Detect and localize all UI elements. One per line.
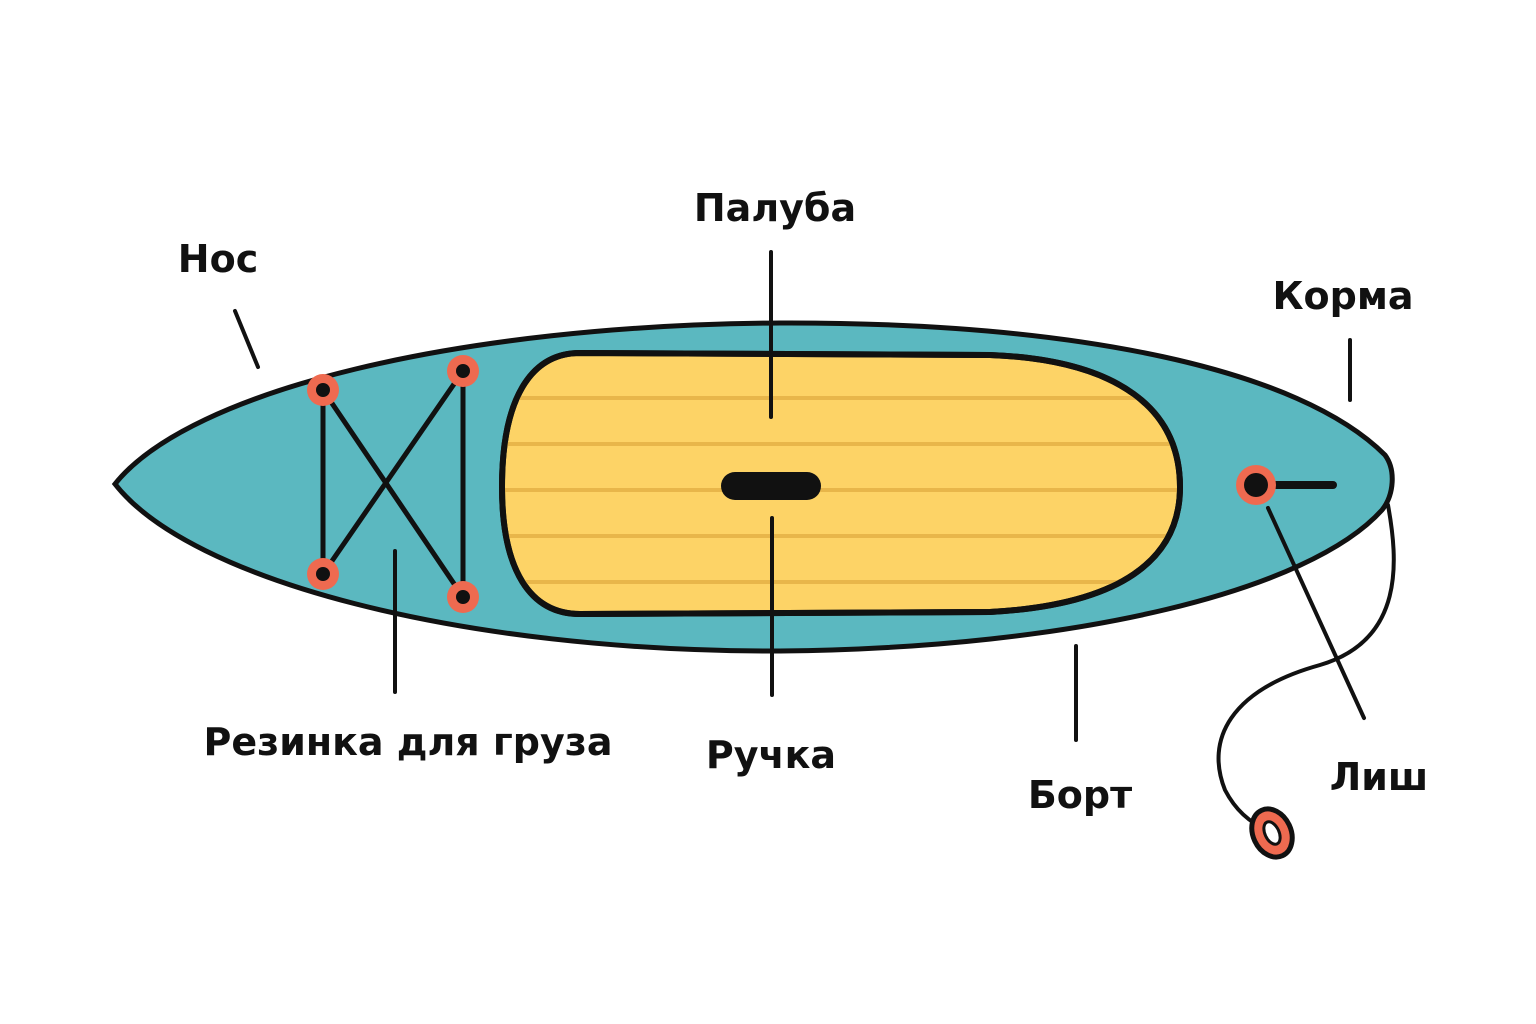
label-bungee: Резинка для груза — [204, 720, 613, 764]
carry-handle — [721, 472, 821, 500]
bungee-cords — [320, 368, 466, 600]
label-handle: Ручка — [706, 733, 836, 777]
label-nose: Нос — [178, 237, 258, 281]
label-leash: Лиш — [1330, 755, 1429, 799]
label-deck: Палуба — [694, 186, 856, 230]
leash-cord — [1216, 503, 1396, 832]
label-rail: Борт — [1028, 773, 1132, 817]
deck-grooves — [502, 396, 1180, 584]
leader-line-leash — [1266, 506, 1366, 720]
deck-pad — [498, 349, 1184, 618]
leader-line-nose — [233, 309, 260, 369]
label-tail: Корма — [1272, 274, 1413, 318]
bungee-d-rings — [307, 355, 479, 613]
leash-cuff-hole — [1262, 820, 1282, 846]
leash-plug — [1236, 465, 1337, 505]
